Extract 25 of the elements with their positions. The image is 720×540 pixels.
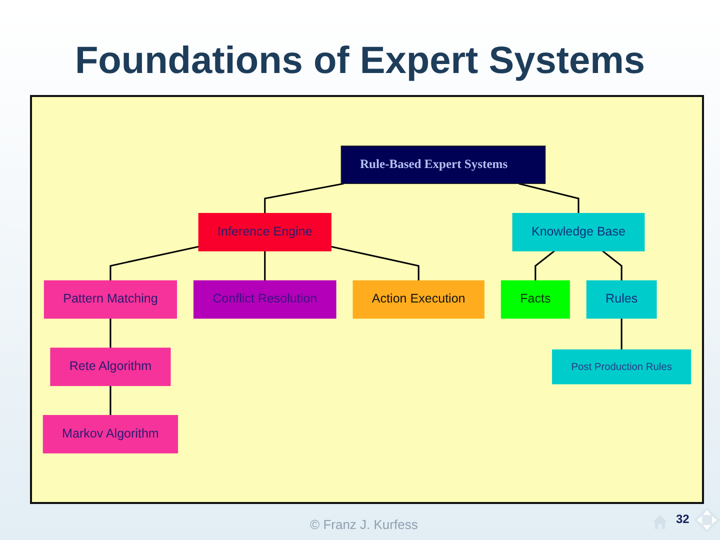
node-box: [198, 212, 332, 252]
connector: [264, 250, 266, 281]
copyright-notice: © Franz J. Kurfess: [310, 517, 418, 532]
node-box: [340, 146, 546, 184]
connector: [330, 246, 420, 281]
slide-title: Foundations of Expert Systems: [74, 39, 646, 84]
connector: [264, 182, 344, 214]
node-box: [512, 212, 645, 252]
connector: [110, 246, 199, 281]
node-box: [586, 280, 657, 319]
node-box: [42, 415, 178, 454]
diagram-panel: Rule-Based Expert Systems Inference Engine Knowledge Base Pattern Matching Conflict Resolution Facts Rules Rete Algorithm Post Production Rules Action Execution Markov Algorithm: [30, 95, 704, 504]
page-number: 32: [676, 512, 690, 526]
node-box: [500, 280, 570, 319]
node-box: [193, 280, 336, 319]
connector: [602, 250, 622, 281]
node-box: [50, 348, 171, 386]
connector: [110, 386, 112, 416]
connector: [518, 182, 580, 214]
connector: [620, 318, 622, 350]
node-box: [44, 280, 177, 319]
node-box: [552, 349, 692, 384]
connector: [110, 318, 112, 348]
connector: [534, 250, 555, 281]
node-box: [352, 280, 484, 319]
